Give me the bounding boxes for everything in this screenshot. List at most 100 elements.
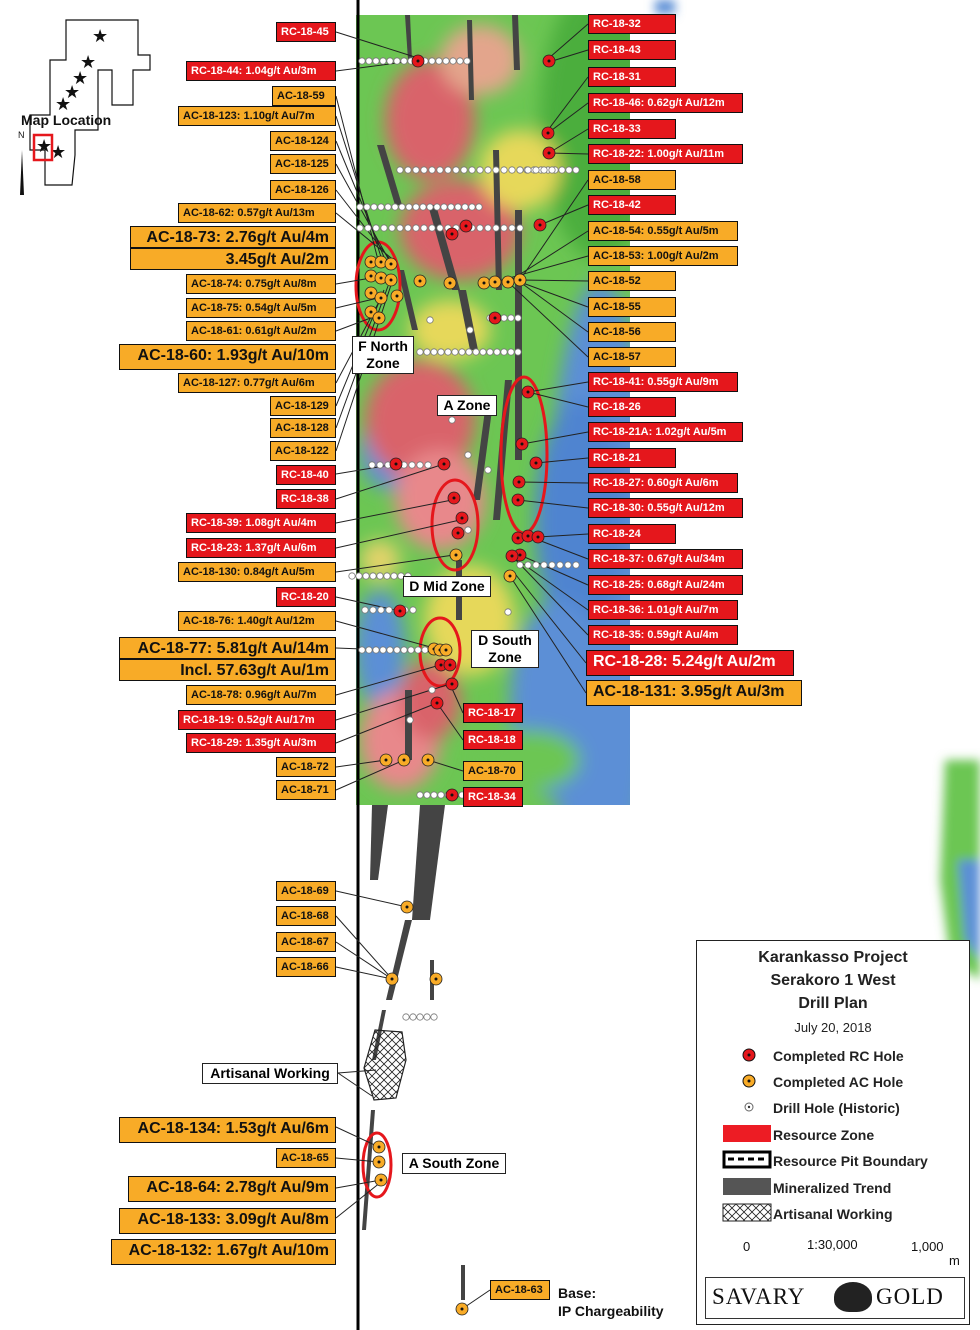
left-label-ac-18-62-0-57g-t-au-13m: AC-18-62: 0.57g/t Au/13m [178,203,336,223]
historic-hole-marker [416,1013,424,1021]
artisanal-leader [337,1069,377,1097]
historic-hole-marker [421,646,429,654]
legend-item-ac: Completed AC Hole [773,1074,904,1090]
historic-hole-marker [540,561,548,569]
left-label-3-45g-t-au-2m: 3.45g/t Au/2m [130,248,336,270]
right-label-ac-18-58: AC-18-58 [588,170,676,190]
rc-hole-marker [389,457,403,471]
left-label-rc-18-38: RC-18-38 [276,489,336,509]
leader-line [335,620,435,649]
legend-title-area: Serakoro 1 West [770,972,896,989]
rc-hole-marker [529,456,543,470]
historic-hole-marker [356,203,364,211]
historic-hole-marker [372,646,380,654]
ac-hole-marker [397,753,411,767]
historic-hole-marker [420,166,428,174]
left-label-rc-18-39-1-08g-t-au-4m: RC-18-39: 1.08g/t Au/4m [186,513,336,533]
historic-hole-marker [407,646,415,654]
left-label-ac-18-61-0-61g-t-au-2m: AC-18-61: 0.61g/t Au/2m [186,321,336,341]
leader-line [509,575,587,694]
historic-hole-marker [430,1013,438,1021]
historic-hole-marker [508,224,516,232]
savary-gold-logo: SAVARY GOLD [705,1277,965,1319]
leader-line [335,95,379,261]
historic-hole-marker [420,224,428,232]
left-label-ac-18-64-2-78g-t-au-9m: AC-18-64: 2.78g/t Au/9m [128,1176,336,1202]
zone-a-south: A South Zone [402,1153,506,1174]
ac-hole-marker [385,972,399,986]
legend-pit-boundary-swatch [722,1150,772,1169]
historic-hole-marker [556,561,564,569]
historic-hole-marker [476,166,484,174]
ac-hole-marker [372,1155,386,1169]
historic-hole-marker [409,1013,417,1021]
elephant-logo-icon [834,1282,872,1312]
right-label-rc-18-46-0-62g-t-au-12m: RC-18-46: 0.62g/t Au/12m [588,93,743,113]
left-label-ac-18-67: AC-18-67 [276,932,336,952]
historic-hole-marker [416,461,424,469]
leader-line [335,140,387,263]
ac-hole-marker [379,753,393,767]
svg-text:★: ★ [36,136,52,156]
left-label-ac-18-60-1-93g-t-au-10m: AC-18-60: 1.93g/t Au/10m [119,344,336,370]
historic-hole-marker [409,606,417,614]
left-label-ac-18-126: AC-18-126 [270,180,336,200]
right-label-rc-18-21a-1-02g-t-au-5m: RC-18-21A: 1.02g/t Au/5m [588,422,743,442]
historic-hole-marker [393,646,401,654]
historic-hole-marker [444,348,452,356]
historic-hole-marker [377,606,385,614]
left-label-rc-18-29-1-35g-t-au-3m: RC-18-29: 1.35g/t Au/3m [186,733,336,753]
leader-line [519,281,589,333]
rc-hole-marker [488,311,502,325]
historic-hole-marker [369,572,377,580]
historic-hole-marker [564,561,572,569]
leader-line [335,1126,380,1148]
historic-hole-marker [364,224,372,232]
historic-hole-marker [514,314,522,322]
right-label-rc-18-25-0-68g-t-au-24m: RC-18-25: 0.68g/t Au/24m [588,575,743,595]
left-label-ac-18-77-5-81g-t-au-14m: AC-18-77: 5.81g/t Au/14m [119,637,336,659]
historic-hole-marker [532,166,540,174]
historic-hole-marker [493,348,501,356]
historic-hole-marker [388,224,396,232]
historic-hole-marker [456,57,464,65]
left-label-ac-18-59: AC-18-59 [272,86,336,106]
historic-hole-marker [400,646,408,654]
historic-hole-marker [435,57,443,65]
rc-hole-marker [542,54,556,68]
leader-line [335,1157,380,1163]
historic-hole-marker [572,561,580,569]
historic-hole-marker [466,326,474,334]
historic-hole-marker [500,348,508,356]
left-label-rc-18-20: RC-18-20 [276,587,336,607]
leader-line [335,759,387,768]
ac-hole-marker [421,753,435,767]
historic-hole-marker [362,572,370,580]
rc-hole-marker [445,227,459,241]
left-label-ac-18-75-0-54g-t-au-5m: AC-18-75: 0.54g/t Au/5m [186,298,336,318]
leader-line [335,554,455,573]
historic-hole-marker [444,166,452,174]
left-label-rc-18-23-1-37g-t-au-6m: RC-18-23: 1.37g/t Au/6m [186,538,336,558]
leader-line [519,179,589,281]
ac-hole-marker [443,276,457,290]
historic-hole-marker [386,646,394,654]
historic-hole-marker [412,224,420,232]
leader-line [335,519,461,549]
base-layer-label: Base:IP Chargeability [558,1285,664,1319]
historic-hole-marker [504,608,512,616]
historic-hole-marker [428,224,436,232]
historic-hole-marker [428,57,436,65]
leader-line [547,102,589,134]
left-label-ac-18-133-3-09g-t-au-8m: AC-18-133: 3.09g/t Au/8m [119,1208,336,1234]
historic-hole-marker [460,166,468,174]
historic-hole-marker [437,791,445,799]
legend-title-project: Karankasso Project [758,949,908,966]
leader-line [511,569,587,664]
inner-label-rc-18-17: RC-18-17 [463,703,523,723]
historic-hole-marker [479,348,487,356]
map-location-title: Map Location [21,112,112,128]
leader-line [548,152,589,155]
rc-hole-marker [393,604,407,618]
legend-item-pit-boundary: Resource Pit Boundary [773,1153,928,1169]
